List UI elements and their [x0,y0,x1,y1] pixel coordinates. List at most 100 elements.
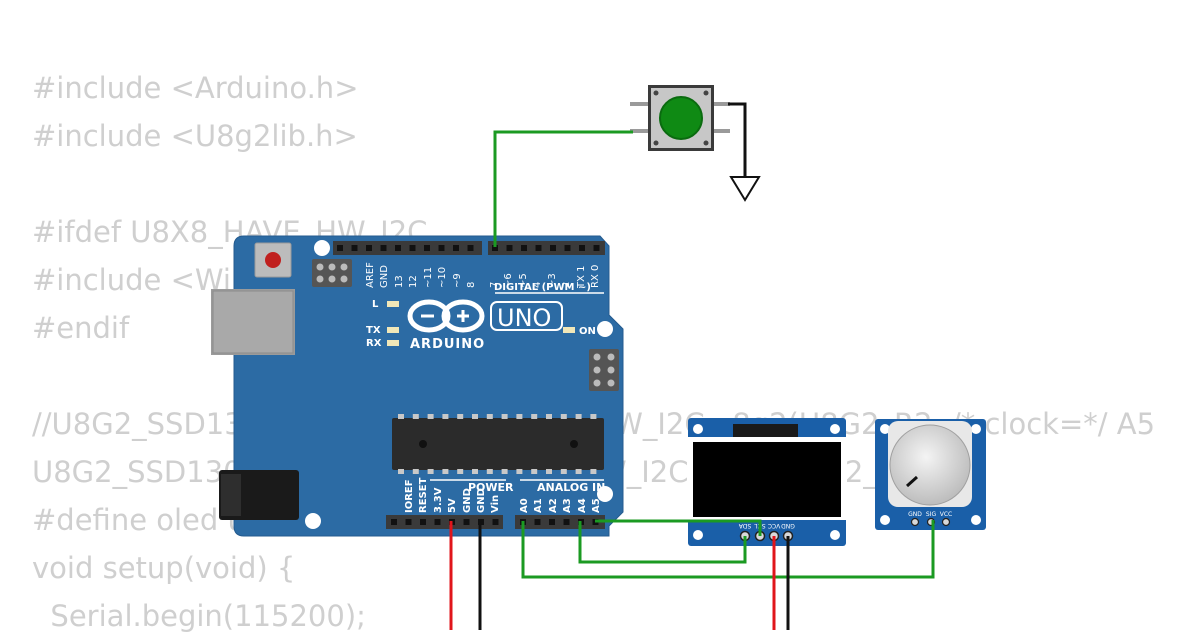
pin-hole [535,245,542,251]
led-on-label: ON [579,326,596,337]
digital-header-label: DIGITAL (PWM ~) [494,282,591,293]
pin-hole [351,245,358,251]
power-pin-label: RESET [418,477,429,513]
pin-hole [534,519,541,525]
pin-hole [366,245,372,251]
digital-pin-label: 2 [561,282,572,288]
led-l-label: L [372,299,379,310]
digital-pin-label: RX 0 [590,265,601,288]
wires [449,102,935,630]
power-pin-label: GND [476,488,487,513]
ground-symbol-icon [729,176,761,202]
analog-pin-label: A2 [548,498,559,513]
wire-a5-scl [595,519,762,536]
digital-pin-label: 8 [466,282,477,288]
led-rx [387,340,399,346]
digital-pin-label: GND [379,265,390,288]
wire-a0-pot [521,520,935,579]
analog-in-label: ANALOG IN [537,481,605,494]
pin-hole [420,519,426,525]
analog-pin-header [515,515,605,529]
icsp-header [312,259,352,287]
oled-pin-label: GND [781,522,795,529]
pot-pin-label: SIG [926,511,937,518]
power-pin-label: 5V [447,498,458,513]
digital-pin-label: 7 [489,282,500,288]
code-line: #endif [32,311,130,345]
icsp-header-right [589,349,619,391]
pin-hole [453,245,459,251]
wire-a4-sda [578,521,747,564]
digital-pin-label: ~10 [437,267,448,288]
pin-hole [492,519,499,525]
pin-hole [424,245,430,251]
pin-hole [579,245,585,251]
led-l [387,301,399,307]
usb-b-connector [211,289,295,355]
analog-pin-label: A3 [562,498,573,513]
digital-pin-label: 4 [532,282,543,288]
code-line: void setup(void) { [32,551,296,585]
analog-pin-label: A4 [577,498,588,513]
pin-hole [593,245,600,251]
digital-pin-label: 12 [408,275,419,288]
digital-pin-label: ~9 [452,273,463,288]
potentiometer-knob-icon[interactable] [889,424,971,506]
power-pin-label: GND [462,488,473,513]
pin-hole [395,245,401,251]
digital-pin-label: ~5 [518,273,529,288]
digital-pin-label: AREF [365,262,376,288]
push-button[interactable] [630,85,730,151]
digital-pin-header [333,241,605,255]
mounting-hole [305,513,321,529]
power-pin-label: IOREF [404,479,415,513]
oled-screen [693,442,841,517]
reset-button[interactable] [254,242,292,278]
led-tx-label: TX [366,325,381,336]
pin-hole [409,245,416,251]
analog-pin-label: A0 [519,498,530,513]
uno-logo-text: UNO [497,304,551,332]
pot-pin[interactable] [941,517,951,527]
led-rx-label: RX [366,338,382,349]
pin-hole [521,245,527,251]
wire-button-gnd [728,102,747,178]
pin-hole [549,519,555,525]
pin-hole [563,519,570,525]
power-label: POWER [468,481,514,494]
wire-d7-button [493,130,633,247]
pin-hole [506,245,513,251]
pin-hole [492,245,498,251]
analog-pin-label: A5 [591,498,602,513]
arduino-brand-text: ARDUINO [410,337,485,352]
code-line: #include <Arduino.h> [32,71,359,105]
dc-power-jack [219,470,299,520]
pot-pin-label: GND [908,511,922,518]
pin-hole [463,519,470,525]
digital-pin-label: ~6 [503,273,514,288]
uno-logo-frame [490,301,563,331]
pin-hole [380,245,387,251]
mounting-hole [597,486,613,502]
power-pin-label: Vin [490,495,501,513]
pot-pin[interactable] [910,517,920,527]
pin-hole [550,245,556,251]
pot-pin-label: VCC [940,511,952,518]
pin-hole [405,519,412,525]
led-tx [387,327,399,333]
mounting-hole [314,240,330,256]
pin-hole [434,519,441,525]
power-pin-header [386,515,503,529]
digital-pin-label: ~11 [423,267,434,288]
power-pin-label: 3.3V [433,487,444,513]
oled-pin-label: VCC [768,522,780,529]
code-line: Serial.begin(115200); [32,599,366,633]
digital-pin-label: ~3 [547,273,558,288]
oled-pin-label: SDA [738,522,751,529]
digital-pin-label: 13 [394,275,405,288]
